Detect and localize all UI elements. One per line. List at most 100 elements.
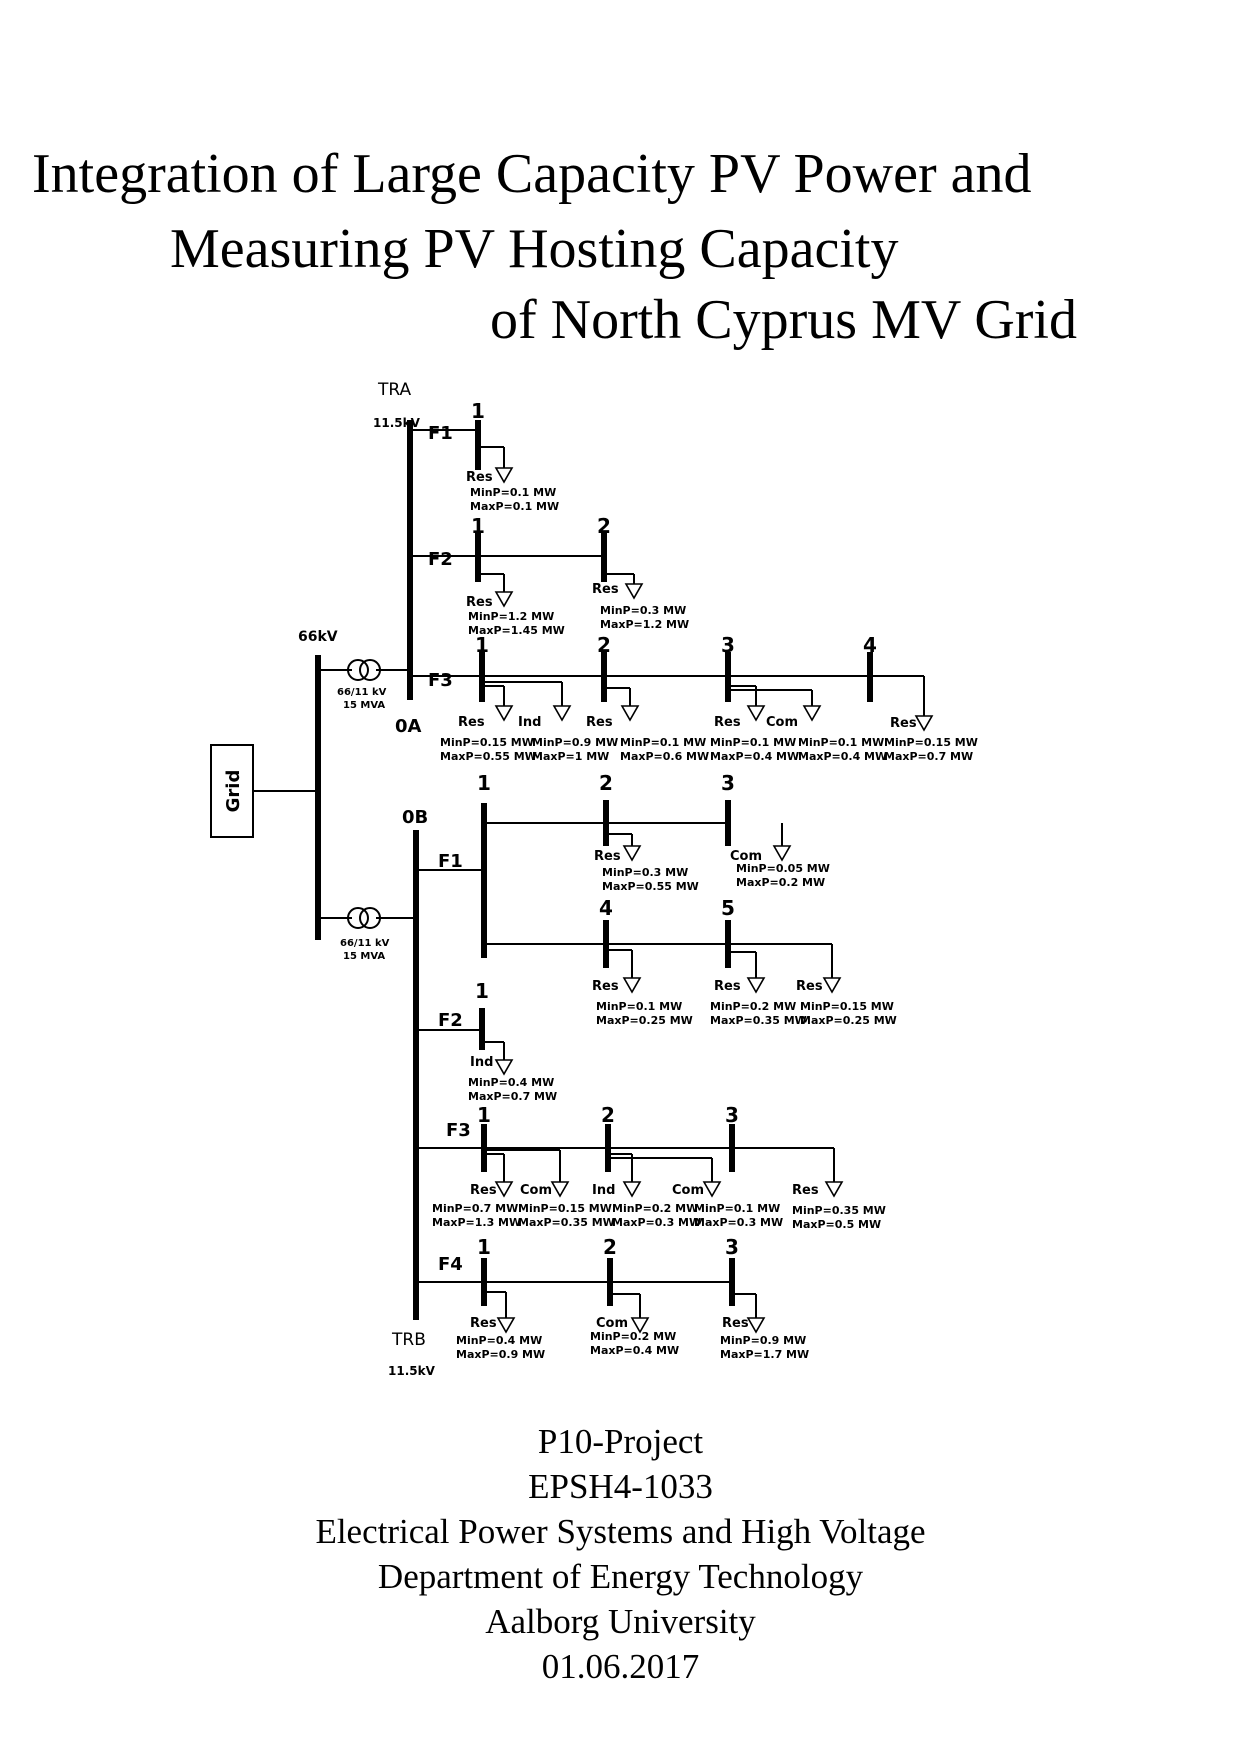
load-max-power: MaxP=0.1 MW (470, 500, 559, 513)
load-arrow-icon (746, 977, 766, 994)
feeder-b-f2-label: F2 (438, 1010, 463, 1031)
node-number: 4 (863, 633, 877, 657)
node-number: 2 (597, 633, 611, 657)
load-arrow-icon (620, 705, 640, 722)
transformer-b-icon (359, 907, 381, 929)
load-type-label: Res (466, 595, 493, 610)
load-arrow-icon (496, 1317, 516, 1334)
load-type-label: Res (722, 1316, 749, 1331)
load-min-power: MinP=0.1 MW (620, 736, 706, 749)
load-min-power: MinP=0.2 MW (590, 1330, 676, 1343)
load-max-power: MaxP=1.7 MW (720, 1348, 809, 1361)
load-type-label: Res (714, 979, 741, 994)
substation-b-name: TRB (391, 1330, 426, 1350)
load-arrow-icon (494, 467, 514, 484)
node-number: 3 (721, 771, 735, 795)
load-min-power: MinP=0.15 MW (800, 1000, 894, 1013)
load-type-label: Com (730, 849, 762, 864)
node-number: 3 (725, 1103, 739, 1127)
load-arrow-icon (622, 977, 642, 994)
load-min-power: MinP=0.2 MW (612, 1202, 698, 1215)
transformer-a-rating: 66/11 kV (337, 687, 387, 698)
node-number: 1 (471, 514, 485, 538)
load-max-power: MaxP=0.9 MW (456, 1348, 545, 1361)
load-type-label: Com (672, 1183, 704, 1198)
transformer-a-icon (347, 659, 369, 681)
substation-b-voltage: 11.5kV (388, 1364, 436, 1378)
bus-0b-label: 0B (402, 807, 428, 828)
load-arrow-icon (802, 705, 822, 722)
load-min-power: MinP=0.1 MW (694, 1202, 780, 1215)
grid-box (210, 744, 254, 838)
load-max-power: MaxP=0.4 MW (710, 750, 799, 763)
load-min-power: MinP=0.2 MW (710, 1000, 796, 1013)
node-number: 2 (597, 514, 611, 538)
load-max-power: MaxP=0.3 MW (694, 1216, 783, 1229)
load-min-power: MinP=0.4 MW (456, 1334, 542, 1347)
substation-a-voltage: 11.5kV (373, 416, 421, 430)
load-max-power: MaxP=0.35 MW (710, 1014, 807, 1027)
load-min-power: MinP=0.05 MW (736, 862, 830, 875)
load-min-power: MinP=0.4 MW (468, 1076, 554, 1089)
footer-department: Department of Energy Technology (377, 1557, 864, 1596)
load-max-power: MaxP=0.55 MW (440, 750, 537, 763)
load-max-power: MaxP=1.45 MW (468, 624, 565, 637)
load-max-power: MaxP=0.6 MW (620, 750, 709, 763)
load-arrow-icon (630, 1317, 650, 1334)
transformer-a-icon (359, 659, 381, 681)
load-type-label: Com (596, 1316, 628, 1331)
load-max-power: MaxP=0.5 MW (792, 1218, 881, 1231)
transformer-b-rating: 66/11 kV (340, 938, 390, 949)
feeder-a-f3-label: F3 (428, 670, 453, 691)
load-arrow-icon (746, 705, 766, 722)
load-min-power: MinP=0.15 MW (518, 1202, 612, 1215)
node-number: 1 (477, 1103, 491, 1127)
load-min-power: MinP=0.1 MW (798, 736, 884, 749)
load-arrow-icon (622, 1181, 642, 1198)
load-max-power: MaxP=1 MW (532, 750, 609, 763)
footer-program: Electrical Power Systems and High Voltag… (315, 1512, 926, 1551)
load-type-label: Res (792, 1183, 819, 1198)
load-min-power: MinP=1.2 MW (468, 610, 554, 623)
load-max-power: MaxP=0.3 MW (612, 1216, 701, 1229)
footer-project: P10-Project (537, 1422, 704, 1461)
node-number: 5 (721, 896, 735, 920)
transformer-a-capacity: 15 MVA (343, 700, 385, 711)
load-arrow-icon (914, 715, 934, 732)
node-number: 1 (477, 771, 491, 795)
load-max-power: MaxP=0.25 MW (596, 1014, 693, 1027)
bus-66kv-label: 66kV (298, 629, 338, 645)
node-number: 2 (601, 1103, 615, 1127)
load-arrow-icon (494, 1059, 514, 1076)
load-min-power: MinP=0.1 MW (596, 1000, 682, 1013)
load-min-power: MinP=0.3 MW (600, 604, 686, 617)
feeder-b-f3-label: F3 (446, 1120, 471, 1141)
load-arrow-icon (494, 1181, 514, 1198)
node-number: 1 (475, 979, 489, 1003)
load-type-label: Res (796, 979, 823, 994)
transformer-b-capacity: 15 MVA (343, 951, 385, 962)
node-number: 1 (475, 633, 489, 657)
feeder-b-f4-label: F4 (438, 1254, 463, 1275)
grid-label: Grid (223, 770, 244, 813)
node-number: 1 (471, 399, 485, 423)
load-type-label: Ind (592, 1183, 615, 1198)
load-arrow-icon (822, 977, 842, 994)
load-arrow-icon (552, 705, 572, 722)
title-line-2: Measuring PV Hosting Capacity (170, 218, 899, 280)
load-min-power: MinP=0.35 MW (792, 1204, 886, 1217)
transformer-b-icon (347, 907, 369, 929)
load-max-power: MaxP=1.2 MW (600, 618, 689, 631)
feeder-a-f2-label: F2 (428, 549, 453, 570)
load-max-power: MaxP=0.7 MW (884, 750, 973, 763)
footer-date: 01.06.2017 (541, 1647, 700, 1686)
load-arrow-icon (824, 1181, 844, 1198)
load-type-label: Res (592, 582, 619, 597)
load-type-label: Com (520, 1183, 552, 1198)
footer-university: Aalborg University (485, 1602, 756, 1641)
load-type-label: Res (714, 715, 741, 730)
load-max-power: MaxP=0.4 MW (798, 750, 887, 763)
bus-0a-label: 0A (395, 716, 422, 737)
load-arrow-icon (494, 705, 514, 722)
load-type-label: Ind (470, 1055, 493, 1070)
